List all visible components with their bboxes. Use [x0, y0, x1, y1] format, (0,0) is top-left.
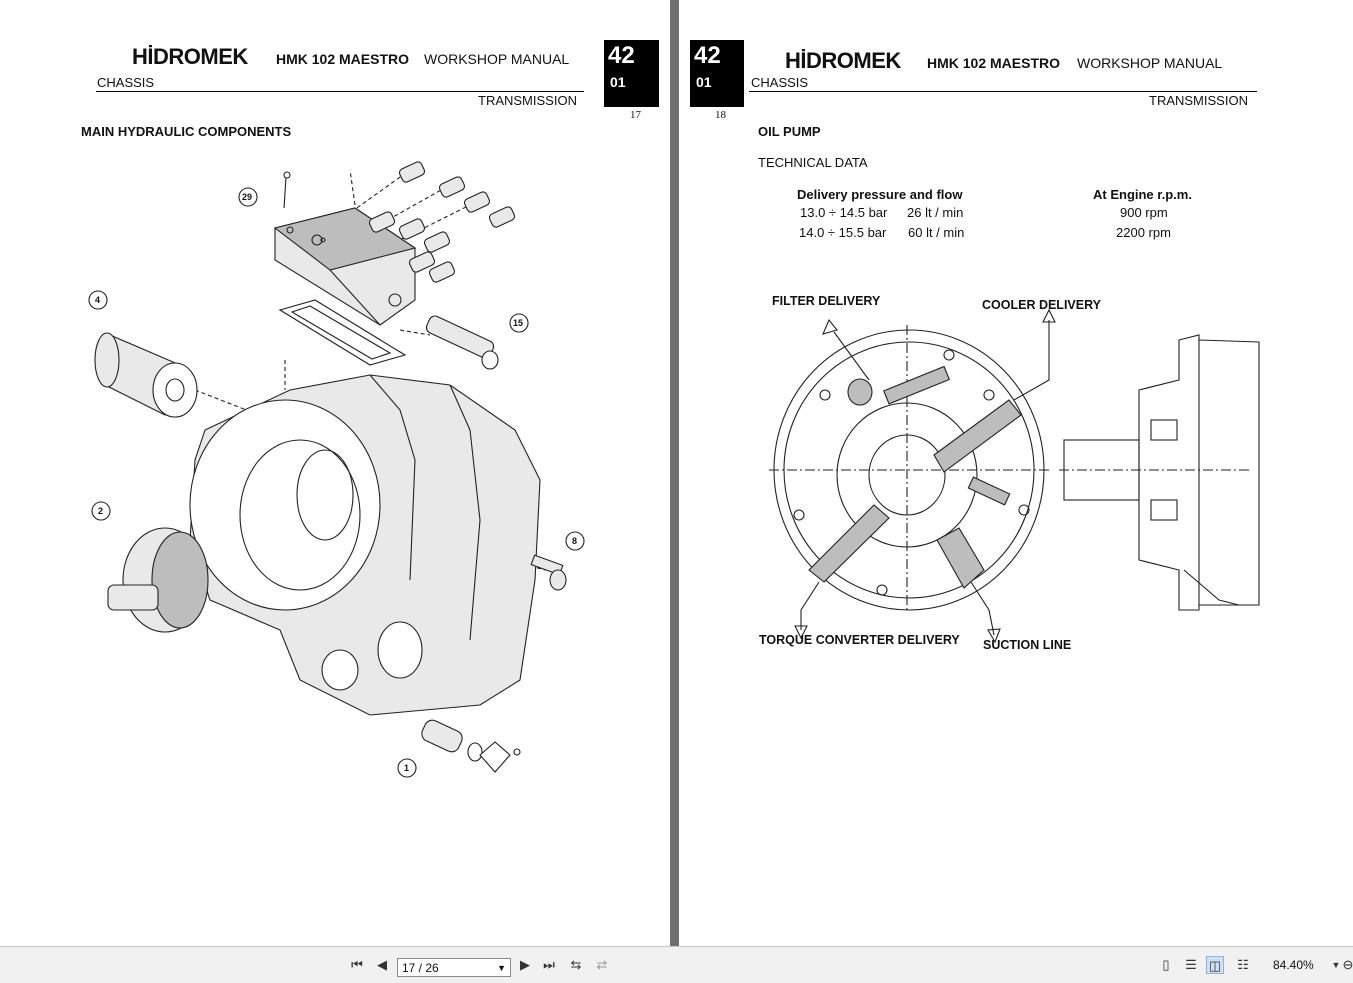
callout-2: 2: [98, 506, 103, 516]
zoom-level[interactable]: 84.40%: [1273, 958, 1314, 972]
chapter-box: 42 01: [690, 40, 744, 107]
manual-title: WORKSHOP MANUAL: [424, 51, 570, 67]
header-rule: [96, 91, 584, 92]
label-filter-delivery: FILTER DELIVERY: [772, 294, 881, 308]
section-label: CHASSIS: [97, 75, 155, 90]
manual-title: WORKSHOP MANUAL: [1077, 55, 1223, 71]
callout-15: 15: [513, 318, 523, 328]
go-back-view-icon[interactable]: ⇆: [570, 957, 582, 972]
callout-8: 8: [572, 536, 577, 546]
technical-data-heading: TECHNICAL DATA: [758, 155, 868, 170]
page-heading: MAIN HYDRAULIC COMPONENTS: [81, 124, 292, 139]
label-torque-converter-delivery: TORQUE CONVERTER DELIVERY: [759, 633, 960, 647]
oil-pump-diagram: [769, 308, 1260, 644]
callout-4: 4: [95, 295, 100, 305]
two-page-continuous-icon[interactable]: ☷: [1237, 957, 1249, 972]
technical-data-table: Delivery pressure and flow At Engine r.p…: [789, 186, 1209, 246]
model-name: HMK 102 MAESTRO: [927, 55, 1061, 71]
subsection-label: TRANSMISSION: [478, 93, 577, 108]
prev-page-icon[interactable]: ◀: [377, 957, 387, 972]
last-page-icon[interactable]: ⏭: [543, 957, 555, 972]
col-header-pressure-flow: Delivery pressure and flow: [797, 187, 963, 202]
flow-cell: 60 lt / min: [908, 225, 965, 240]
model-name: HMK 102 MAESTRO: [276, 51, 410, 67]
chapter-sub: 01: [610, 74, 626, 90]
zoom-out-icon[interactable]: ⊖: [1342, 957, 1353, 972]
go-forward-view-icon[interactable]: ⇄: [596, 957, 608, 972]
label-cooler-delivery: COOLER DELIVERY: [982, 298, 1101, 312]
section-label: CHASSIS: [751, 75, 809, 90]
pressure-cell: 14.0 ÷ 15.5 bar: [799, 225, 887, 240]
left-page: HİDROMEK HMK 102 MAESTRO WORKSHOP MANUAL…: [0, 0, 670, 946]
page-number: 17: [630, 109, 641, 121]
page-indicator: 17 / 26: [402, 961, 439, 975]
col-header-rpm: At Engine r.p.m.: [1093, 187, 1192, 202]
page-number: 18: [715, 109, 726, 121]
rpm-cell: 900 rpm: [1120, 205, 1168, 220]
page-heading: OIL PUMP: [758, 124, 821, 139]
callout-29: 29: [242, 192, 252, 202]
first-page-icon[interactable]: ⏮: [351, 957, 363, 972]
chapter-number: 42: [608, 42, 635, 69]
page-selector[interactable]: 17 / 26 ▼: [397, 958, 511, 977]
brand-logo: HİDROMEK: [785, 48, 901, 73]
callout-1: 1: [404, 763, 409, 773]
next-page-icon[interactable]: ▶: [520, 957, 530, 972]
chapter-sub: 01: [696, 74, 712, 90]
zoom-dropdown-icon[interactable]: ▼: [1331, 960, 1341, 970]
right-page: 42 01 HİDROMEK HMK 102 MAESTRO WORKSHOP …: [679, 0, 1353, 946]
label-suction-line: SUCTION LINE: [983, 638, 1072, 652]
single-page-icon[interactable]: ▯: [1162, 957, 1170, 972]
rpm-cell: 2200 rpm: [1116, 225, 1171, 240]
chapter-box: 42 01: [604, 40, 659, 107]
flow-cell: 26 lt / min: [907, 205, 964, 220]
pressure-cell: 13.0 ÷ 14.5 bar: [800, 205, 888, 220]
bottom-toolbar: ⏮ ◀ 17 / 26 ▼ ▶ ⏭ ⇆ ⇄ ▯ ☰ ◫ ☷ 84.40% ▼ ⊖: [0, 946, 1353, 983]
subsection-label: TRANSMISSION: [1149, 93, 1248, 108]
two-page-icon[interactable]: ◫: [1206, 956, 1224, 974]
chapter-number: 42: [694, 42, 721, 69]
header-rule: [749, 91, 1257, 92]
exploded-view-diagram: 29 4 15 2 8 1: [88, 161, 585, 778]
brand-logo: HİDROMEK: [132, 44, 248, 69]
continuous-page-icon[interactable]: ☰: [1185, 957, 1197, 972]
chevron-down-icon: ▼: [497, 963, 506, 973]
